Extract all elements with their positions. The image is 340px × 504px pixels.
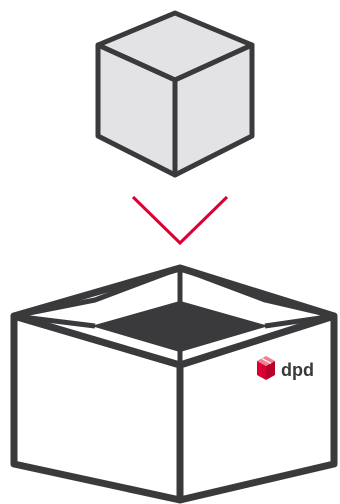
open-box-icon xyxy=(10,264,338,504)
small-cube-icon xyxy=(95,10,255,178)
chevron-down-icon xyxy=(131,195,229,246)
dpd-logo-cube-icon xyxy=(257,356,275,380)
brand-name: dpd xyxy=(281,360,314,380)
dpd-logo: dpd xyxy=(257,356,314,380)
